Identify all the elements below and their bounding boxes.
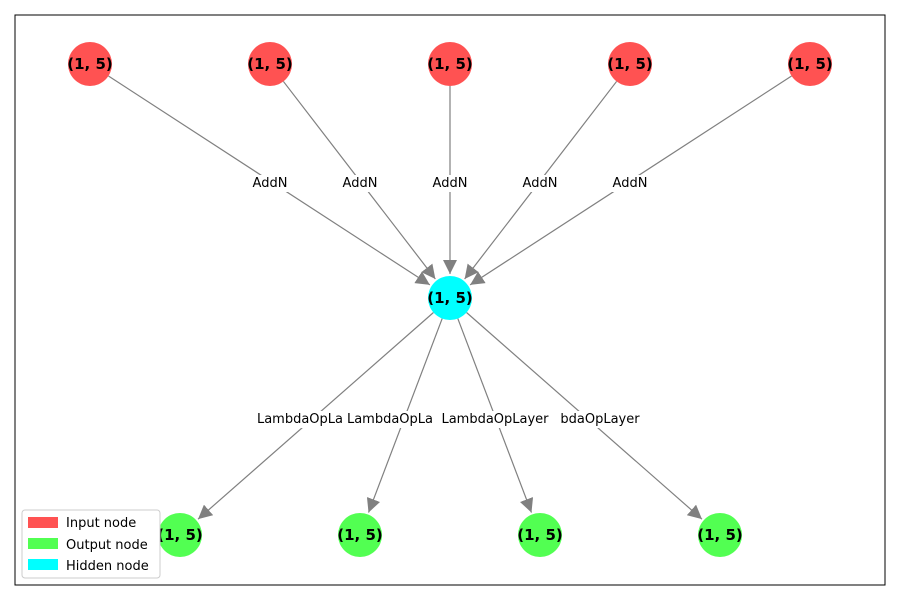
edge-label-lambda-3-bg [557, 411, 644, 428]
edge-label-addn-4-bg [609, 175, 651, 192]
edge-label-addn-2-bg [429, 175, 471, 192]
hidden-node [428, 276, 472, 320]
legend: Input node Output node Hidden node [21, 509, 161, 579]
edge-label-addn-3-bg [519, 175, 561, 192]
edge-label-lambda-0: LambdaOpLa [257, 412, 343, 427]
edge-label-addn-0-bg [249, 175, 291, 192]
output-node-1 [338, 513, 382, 557]
edge-label-lambda-1: LambdaOpLa [347, 412, 433, 427]
output-node-2-label: (1, 5) [517, 526, 563, 544]
legend-label-input: Input node [66, 516, 136, 531]
input-node-2 [428, 42, 472, 86]
edge-label-addn-4: AddN [613, 176, 648, 191]
edge-label-addn-1-bg [339, 175, 381, 192]
legend-swatch-hidden [28, 559, 58, 570]
nodes-layer: (1, 5) (1, 5) (1, 5) (1, 5) (1, 5) (1, 5) (1, … [67, 42, 833, 557]
legend-label-hidden: Hidden node [66, 559, 149, 574]
input-node-1 [248, 42, 292, 86]
output-node-0 [158, 513, 202, 557]
output-node-3-label: (1, 5) [697, 526, 743, 544]
output-node-3 [698, 513, 742, 557]
edge-label-lambda-3: bdaOpLayer [560, 412, 640, 427]
edge-label-addn-0: AddN [253, 176, 288, 191]
input-node-4-label: (1, 5) [787, 55, 833, 73]
edge-label-lambda-2-bg [438, 411, 553, 428]
edge-labels-layer: AddN AddN AddN AddN AddN LambdaOpLa LambdaOpLa… [249, 175, 651, 428]
legend-swatch-output [28, 538, 58, 549]
output-node-2 [518, 513, 562, 557]
edge-label-lambda-1-bg [343, 411, 437, 428]
edge-label-addn-2: AddN [433, 176, 468, 191]
input-node-0-label: (1, 5) [67, 55, 113, 73]
input-node-2-label: (1, 5) [427, 55, 473, 73]
input-node-3-label: (1, 5) [607, 55, 653, 73]
edge-label-addn-1: AddN [343, 176, 378, 191]
output-node-0-label: (1, 5) [157, 526, 203, 544]
edge-label-addn-3: AddN [523, 176, 558, 191]
legend-label-output: Output node [66, 538, 148, 553]
edge-label-lambda-2: LambdaOpLayer [441, 412, 549, 427]
hidden-node-label: (1, 5) [427, 289, 473, 307]
input-node-4 [788, 42, 832, 86]
legend-swatch-input [28, 517, 58, 528]
input-node-3 [608, 42, 652, 86]
edge-label-lambda-0-bg [253, 411, 347, 428]
output-node-1-label: (1, 5) [337, 526, 383, 544]
input-node-0 [68, 42, 112, 86]
input-node-1-label: (1, 5) [247, 55, 293, 73]
